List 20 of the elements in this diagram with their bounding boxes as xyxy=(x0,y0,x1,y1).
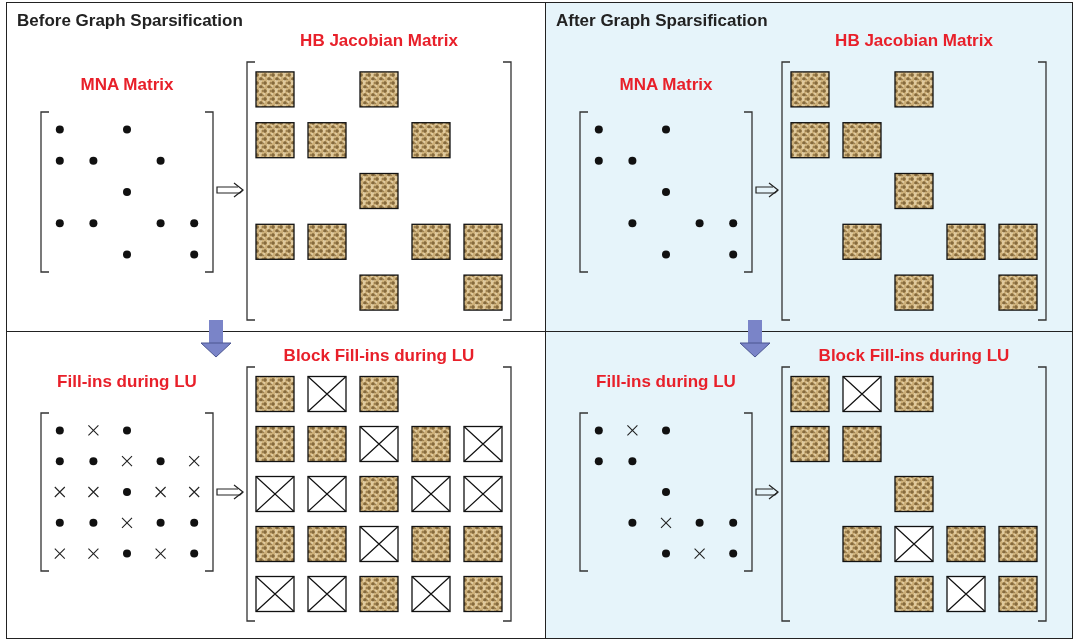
panel xyxy=(6,331,546,639)
panel xyxy=(545,331,1073,639)
matrix-title: Block Fill-ins during LU xyxy=(818,346,1010,366)
matrix-title: Fill-ins during LU xyxy=(596,372,736,392)
matrix-title: Fill-ins during LU xyxy=(57,372,197,392)
panel xyxy=(545,2,1073,332)
panel-title: Before Graph Sparsification xyxy=(17,11,243,31)
implies-arrow xyxy=(755,484,779,500)
down-arrow xyxy=(200,320,232,358)
implies-arrow xyxy=(755,182,779,198)
matrix-title: MNA Matrix xyxy=(80,75,174,95)
panel xyxy=(6,2,546,332)
down-arrow xyxy=(739,320,771,358)
matrix-title: MNA Matrix xyxy=(619,75,713,95)
implies-arrow xyxy=(216,182,244,198)
matrix-title: Block Fill-ins during LU xyxy=(283,346,475,366)
matrix-title: HB Jacobian Matrix xyxy=(300,31,458,51)
matrix-title: HB Jacobian Matrix xyxy=(835,31,993,51)
panel-title: After Graph Sparsification xyxy=(556,11,768,31)
implies-arrow xyxy=(216,484,244,500)
